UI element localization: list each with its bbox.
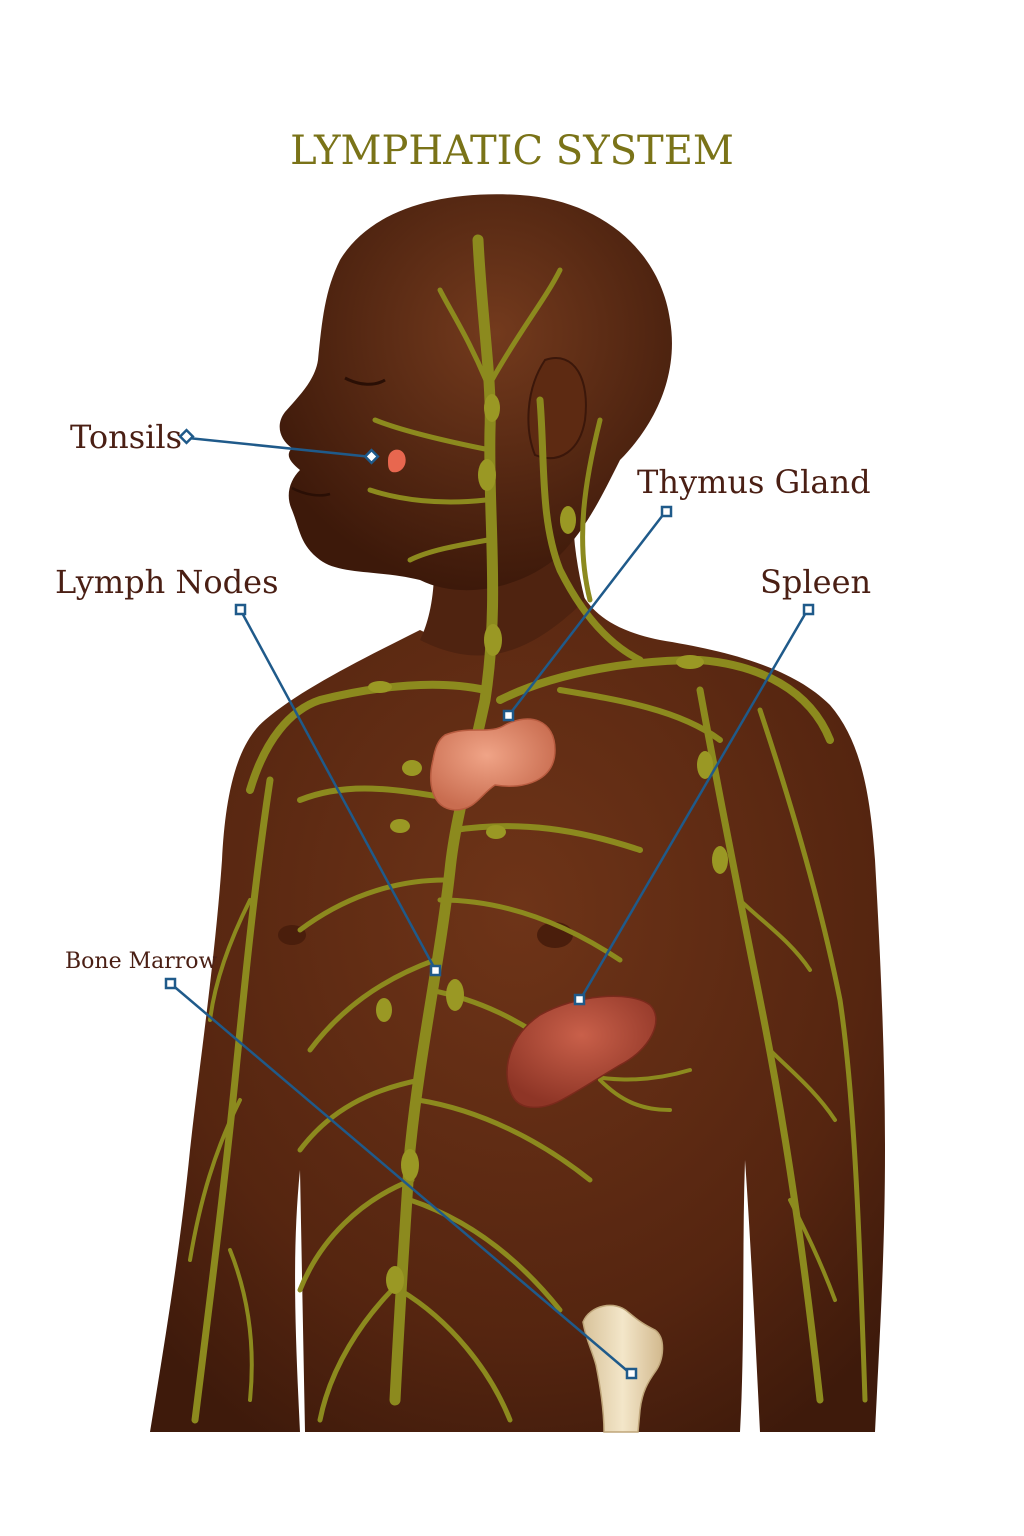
page-title: LYMPHATIC SYSTEM	[290, 128, 734, 174]
spleen-leader	[578, 608, 810, 1001]
arm-vessel-right-1	[191, 776, 274, 1424]
tonsils-leader	[187, 436, 373, 459]
shoulder-vessel-right	[246, 680, 489, 794]
lymph-node	[486, 825, 506, 839]
tonsils-marker-inner	[363, 448, 380, 465]
torso	[150, 560, 885, 1432]
label-lymph-nodes: Lymph Nodes	[55, 563, 279, 601]
arm-vessel-left-2	[757, 707, 868, 1403]
label-tonsils: Tonsils	[70, 418, 183, 456]
spleen-organ	[506, 995, 657, 1109]
arm-vessel-right-3	[188, 1098, 242, 1262]
thymus-organ	[430, 718, 556, 811]
lymph-node	[560, 506, 576, 534]
lymph-node	[401, 1149, 419, 1181]
lymph-node	[386, 1266, 404, 1294]
abdomen-vessel-1	[297, 1077, 423, 1153]
lymph-node	[478, 459, 496, 491]
ear	[527, 357, 587, 460]
abdomen-vessel-3	[297, 1177, 415, 1293]
arm-vessel-left-1	[696, 686, 824, 1404]
lymph-node	[484, 394, 500, 422]
chest-vessel-5	[307, 957, 438, 1053]
human-body	[150, 194, 885, 1432]
abdomen-vessel-5	[317, 1277, 405, 1423]
leader-lines	[164, 428, 815, 1380]
label-spleen: Spleen	[760, 563, 872, 601]
lymph-node	[712, 846, 728, 874]
head-vessel-3	[372, 417, 493, 453]
arm-vessel-right-2	[208, 898, 252, 1022]
spleen-marker-inner	[573, 993, 586, 1006]
closed-eye	[344, 376, 386, 386]
lymph-node	[676, 655, 704, 669]
arm-vessel-left-5	[788, 1198, 837, 1302]
lymph-node	[402, 760, 422, 776]
head-vessel-5	[407, 537, 491, 563]
lymph-node	[446, 979, 464, 1011]
neck-vessel-right	[536, 396, 644, 664]
lymph-node	[484, 624, 502, 656]
thymus-marker-outer	[660, 505, 673, 518]
lips	[291, 486, 331, 497]
lymph-nodes	[368, 394, 728, 1294]
lymph-node	[697, 751, 713, 779]
head-vessel-2	[489, 267, 563, 383]
label-bone-marrow: Bone Marrow	[65, 949, 218, 974]
lymph-nodes-marker-outer	[234, 603, 247, 616]
lymph-node	[368, 681, 392, 693]
bone-marrow-marker-inner	[625, 1367, 638, 1380]
lymph-nodes-marker-inner	[429, 964, 442, 977]
femur-bone	[582, 1304, 664, 1433]
chest-vessel-4	[437, 897, 623, 963]
abdomen-vessel-2	[415, 1097, 593, 1183]
arm-vessel-right-4	[228, 1248, 254, 1402]
tonsils-marker-outer	[178, 428, 195, 445]
spleen-marker-outer	[802, 603, 815, 616]
chest-vessel-2	[452, 823, 643, 853]
abdomen-vessel-6	[397, 1287, 513, 1423]
bone-marrow-marker-outer	[164, 977, 177, 990]
thymus-leader	[508, 510, 667, 716]
head-vessel-4	[367, 487, 489, 505]
spleen-vessel-2	[598, 1078, 672, 1112]
chest-vessel-3	[297, 877, 448, 933]
arm-vessel-left-3	[738, 898, 812, 972]
tonsil-organ	[388, 449, 406, 473]
arm-vessel-left-4	[768, 1048, 837, 1122]
head-vessel-1	[437, 287, 493, 393]
abdomen-vessel-4	[407, 1197, 563, 1313]
lymph-nodes-leader	[238, 608, 438, 972]
lymph-node	[376, 998, 392, 1022]
lymph-node	[390, 819, 410, 833]
label-thymus-gland: Thymus Gland	[637, 463, 871, 501]
neck-vessel-right-2	[580, 417, 603, 603]
bone-marrow-leader	[169, 982, 632, 1375]
thymus-marker-inner	[502, 709, 515, 722]
